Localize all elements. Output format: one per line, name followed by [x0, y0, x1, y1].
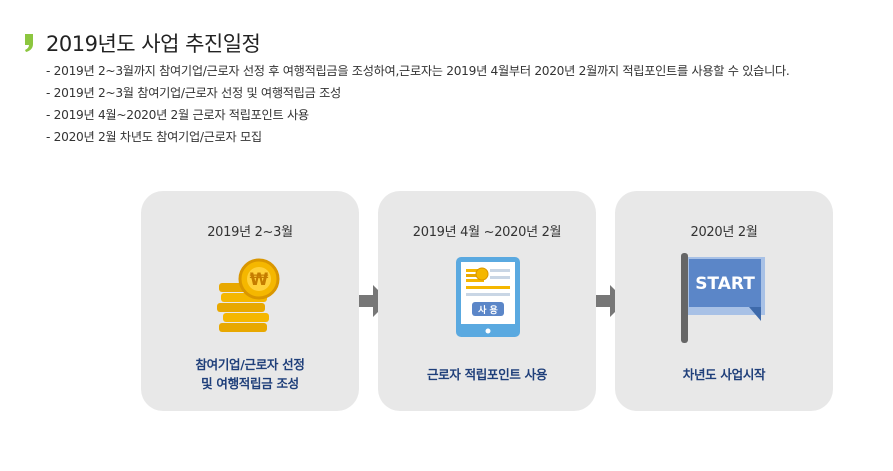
step-label: 참여기업/근로자 선정 및 여행적립금 조성 [141, 355, 359, 393]
step-period: 2020년 2월 [690, 225, 758, 240]
step-label: 차년도 사업시작 [682, 367, 766, 382]
start-flag-icon: START [681, 253, 765, 343]
arrow-right-icon [596, 285, 626, 317]
step-label-line: 및 여행적립금 조성 [201, 376, 299, 391]
flag-text: START [695, 274, 755, 294]
arrow-right-icon [359, 285, 389, 317]
step-card-1: 2019년 2~3월 ₩ 참여기업/근로자 선정 및 여행적립금 조성 [141, 191, 359, 411]
description-item: - 2019년 2~3월까지 참여기업/근로자 선정 후 여행적립금을 조성하여… [46, 64, 790, 78]
step-label-line: 참여기업/근로자 선정 [195, 357, 305, 372]
description-item: - 2019년 2~3월 참여기업/근로자 선정 및 여행적립금 조성 [46, 86, 341, 100]
step-period: 2019년 4월 ~2020년 2월 [412, 225, 562, 240]
page-title: 2019년도 사업 추진일정 [46, 32, 261, 56]
step-period: 2019년 2~3월 [207, 225, 293, 240]
step-card-3: 2020년 2월 START 차년도 사업시작 [615, 191, 833, 411]
description-item: - 2019년 4월~2020년 2월 근로자 적립포인트 사용 [46, 108, 309, 122]
section-header: 2019년도 사업 추진일정 [24, 28, 261, 58]
use-button-text: 사 용 [478, 304, 498, 316]
schedule-description-list: - 2019년 2~3월까지 참여기업/근로자 선정 후 여행적립금을 조성하여… [46, 60, 886, 148]
coin-stack-icon: ₩ [217, 258, 280, 332]
tablet-icon: 사 용 [456, 257, 520, 337]
step-card-2: 2019년 4월 ~2020년 2월 사 용 근로자 적립포인트 사용 [378, 191, 596, 411]
step-label: 근로자 적립포인트 사용 [426, 367, 548, 382]
description-item: - 2020년 2월 차년도 참여기업/근로자 모집 [46, 130, 262, 144]
won-symbol: ₩ [250, 270, 269, 290]
quote-mark-icon [25, 34, 33, 52]
